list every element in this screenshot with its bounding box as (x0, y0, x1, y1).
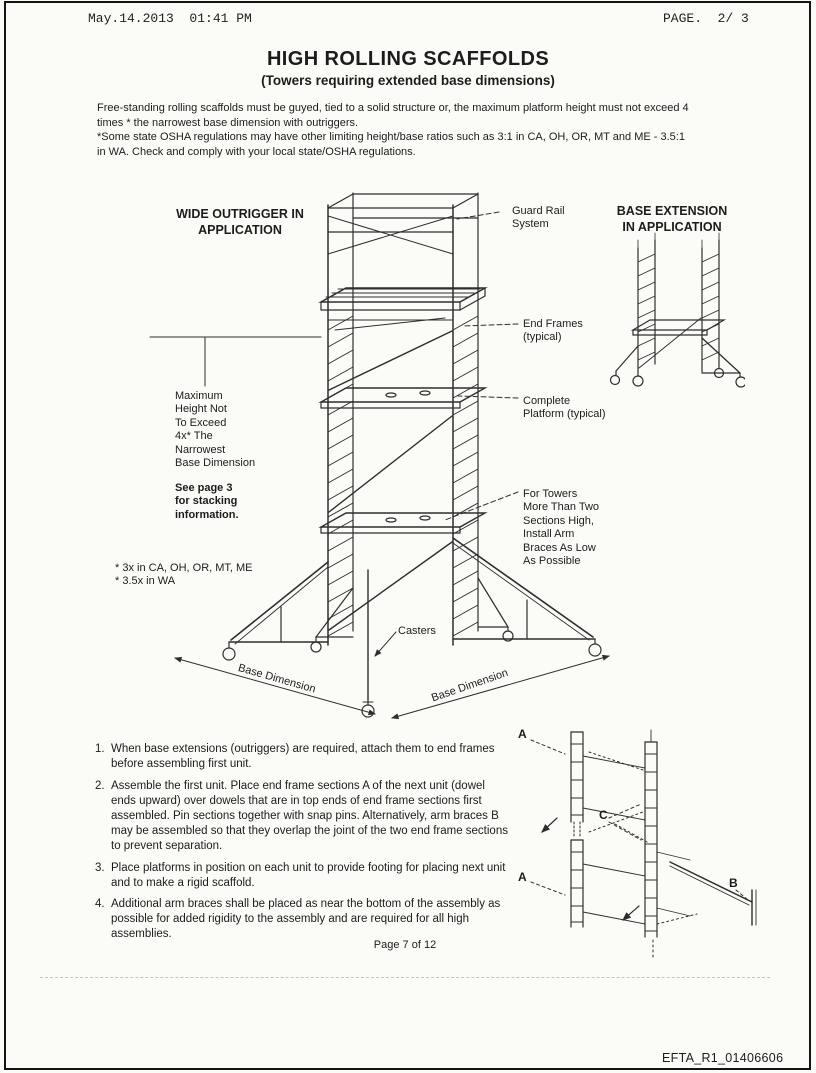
fax-datetime: May.14.2013 01:41 PM (88, 11, 252, 26)
instruction-list: 1. When base extensions (outriggers) are… (95, 742, 513, 949)
ratio-footnotes: * 3x in CA, OH, OR, MT, ME * 3.5x in WA (115, 562, 253, 588)
wide-outrigger-heading: WIDE OUTRIGGER IN APPLICATION (176, 207, 304, 237)
instruction-text: Place platforms in position on each unit… (111, 861, 506, 889)
instruction-number: 3. (95, 861, 105, 874)
instruction-item: 4. Additional arm braces shall be placed… (95, 897, 513, 942)
instruction-item: 2. Assemble the first unit. Place end fr… (95, 779, 513, 854)
instruction-text: Additional arm braces shall be placed as… (111, 898, 501, 941)
stacking-note-label: See page 3 for stacking information. (175, 482, 239, 521)
instruction-text: When base extensions (outriggers) are re… (111, 743, 495, 770)
instruction-item: 3. Place platforms in position on each u… (95, 861, 513, 891)
complete-platform-label: Complete Platform (typical) (523, 395, 606, 421)
instruction-number: 2. (95, 779, 105, 792)
instruction-number: 1. (95, 743, 105, 755)
end-frames-label: End Frames (typical) (523, 318, 583, 344)
intro-text: Free-standing rolling scaffolds must be … (97, 101, 745, 160)
base-extension-heading: BASE EXTENSION IN APPLICATION (616, 204, 728, 234)
guard-rail-label: Guard Rail System (512, 205, 565, 231)
detail-label-a-top: A (518, 727, 527, 741)
intro-paragraph-2: *Some state OSHA regulations may have ot… (97, 131, 685, 158)
page-title: HIGH ROLLING SCAFFOLDS (266, 48, 550, 70)
detail-label-c: C (599, 808, 608, 822)
max-height-label: Maximum Height Not To Exceed 4x* The Nar… (175, 390, 256, 470)
page-subtitle: (Towers requiring extended base dimensio… (261, 73, 555, 88)
intro-paragraph-1: Free-standing rolling scaffolds must be … (97, 102, 689, 129)
fax-page-number: PAGE. 2/ 3 (663, 11, 749, 26)
instruction-item: 1. When base extensions (outriggers) are… (95, 742, 513, 772)
instruction-text: Assemble the first unit. Place end frame… (111, 779, 508, 852)
arm-braces-note-label: For Towers More Than Two Sections High, … (523, 488, 600, 568)
scan-artifact-line (40, 977, 770, 978)
instruction-number: 4. (95, 898, 105, 911)
scaffold-tower-diagram (149, 192, 745, 720)
detail-label-a-bottom: A (518, 870, 527, 884)
casters-label: Casters (398, 625, 436, 637)
detail-label-b: B (729, 876, 738, 890)
frame-stacking-detail-diagram (530, 729, 757, 958)
document-id: EFTA_R1_01406606 (662, 1051, 784, 1065)
page-indicator: Page 7 of 12 (373, 939, 437, 951)
